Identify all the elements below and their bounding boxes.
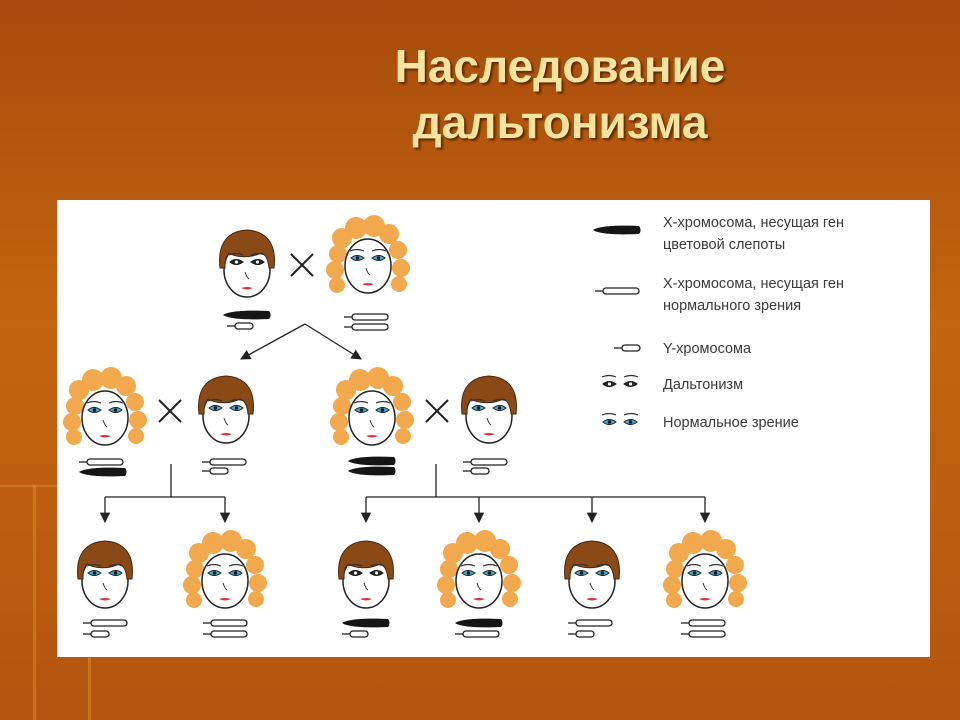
gen1-father bbox=[219, 229, 275, 298]
decor-line-v1 bbox=[33, 485, 36, 720]
slide-title-line2: дальтонизма bbox=[412, 96, 708, 148]
gen3-daughter-3 bbox=[663, 530, 747, 609]
gen2-mother-b bbox=[330, 367, 414, 446]
legend-y-chromosome: Y-хромосома bbox=[663, 341, 752, 357]
gen2-mother-a bbox=[63, 367, 147, 446]
legend-x-colorblind-line1: X-хромосома, несущая ген bbox=[663, 215, 844, 231]
gen3-son-2-chromosomes bbox=[341, 618, 390, 638]
slide-title: Наследование дальтонизма bbox=[250, 38, 870, 150]
diagram-panel: X-хромосома, несущая ген цветовой слепот… bbox=[57, 200, 930, 657]
cross-sign bbox=[158, 399, 182, 423]
gen1-mother-chromosomes bbox=[343, 313, 389, 331]
gen3-son-3 bbox=[564, 540, 620, 609]
gen3-daughter-2-chromosomes bbox=[454, 618, 503, 638]
gen3-daughter-2 bbox=[437, 530, 521, 609]
gen2-father-b bbox=[461, 375, 517, 444]
gen3-daughter-1-chromosomes bbox=[202, 619, 248, 638]
gen2-father-a-chromosomes bbox=[201, 458, 247, 475]
legend-x-normal-line1: X-хромосома, несущая ген bbox=[663, 276, 844, 292]
legend-normal-eyes-icon bbox=[601, 412, 639, 426]
cross-sign bbox=[425, 399, 449, 423]
descent-arrows-gen1 bbox=[240, 323, 362, 360]
gen2-mother-a-chromosomes bbox=[78, 458, 127, 477]
gen1-father-chromosomes bbox=[223, 310, 271, 330]
decor-line-h bbox=[0, 485, 57, 487]
gen3-son-1 bbox=[77, 540, 133, 609]
legend-x-colorblind-icon bbox=[593, 225, 641, 235]
legend: X-хромосома, несущая ген цветовой слепот… bbox=[593, 215, 844, 431]
descent-lines-gen2 bbox=[99, 464, 711, 524]
gen3-son-1-chromosomes bbox=[82, 619, 128, 638]
legend-colorblindness: Дальтонизм bbox=[663, 377, 743, 393]
legend-x-normal-line2: нормального зрения bbox=[663, 298, 801, 314]
gen2-father-b-chromosomes bbox=[462, 458, 508, 475]
legend-normal-vision: Нормальное зрение bbox=[663, 415, 799, 431]
legend-x-normal-icon bbox=[594, 287, 640, 295]
legend-colorblind-eyes-icon bbox=[601, 374, 639, 388]
gen3-son-3-chromosomes bbox=[567, 619, 613, 638]
gen1-mother bbox=[326, 215, 410, 294]
gen3-son-2 bbox=[338, 540, 394, 609]
slide-title-line1: Наследование bbox=[394, 40, 726, 92]
gen3-daughter-3-chromosomes bbox=[680, 619, 726, 638]
legend-y-icon bbox=[613, 344, 641, 352]
gen2-father-a bbox=[198, 375, 254, 444]
pedigree-diagram: X-хромосома, несущая ген цветовой слепот… bbox=[63, 215, 844, 638]
gen2-mother-b-chromosomes bbox=[348, 456, 396, 476]
gen3-daughter-1 bbox=[183, 530, 267, 609]
legend-x-colorblind-line2: цветовой слепоты bbox=[663, 237, 785, 253]
cross-sign bbox=[290, 253, 314, 277]
